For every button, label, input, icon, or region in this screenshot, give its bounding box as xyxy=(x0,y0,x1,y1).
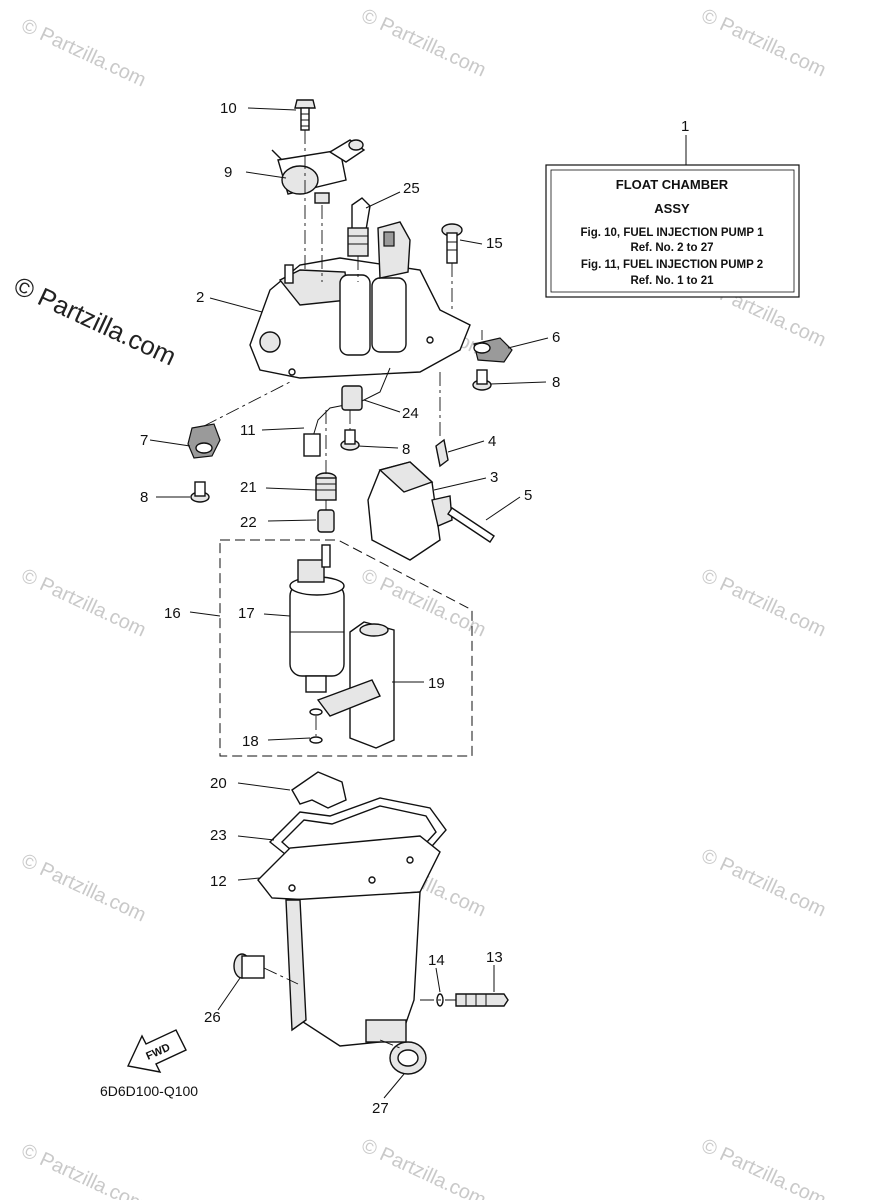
callout-11: 11 xyxy=(240,422,256,439)
part-clip-6 xyxy=(473,337,513,363)
box-title-line1: FLOAT CHAMBER xyxy=(616,177,729,192)
callouts: 10 9 25 15 2 6 8 24 7 11 8 4 3 21 5 8 22… xyxy=(140,100,560,1117)
watermark-large: © Partzilla.com xyxy=(9,270,180,371)
part-pin-5 xyxy=(447,507,495,543)
callout-17: 17 xyxy=(238,605,255,622)
part-screw-15 xyxy=(441,223,463,264)
box-line4: Ref. No. 2 to 27 xyxy=(630,242,713,254)
watermark: © Partzilla.com xyxy=(698,1135,829,1200)
assembly-lines xyxy=(203,130,483,1049)
callout-8-left: 8 xyxy=(140,489,148,506)
fwd-arrow-icon: FWD xyxy=(126,1029,187,1073)
callout-2: 2 xyxy=(196,289,204,306)
part-housing-2 xyxy=(249,221,471,379)
callout-21: 21 xyxy=(240,479,257,496)
part-ring-18 xyxy=(309,708,323,744)
part-valve-9 xyxy=(271,139,366,204)
part-sensor-25 xyxy=(347,197,371,257)
part-float-chamber-12 xyxy=(257,835,441,1047)
callout-23: 23 xyxy=(210,827,227,844)
callout-3: 3 xyxy=(490,469,498,486)
box-title-line2: ASSY xyxy=(654,201,690,216)
part-bolt-8b xyxy=(340,429,360,451)
part-bolt-8a xyxy=(472,369,492,391)
box-line5: Fig. 11, FUEL INJECTION PUMP 2 xyxy=(581,259,763,271)
callout-15: 15 xyxy=(486,235,503,252)
callout-20: 20 xyxy=(210,775,227,792)
box-line3: Fig. 10, FUEL INJECTION PUMP 1 xyxy=(581,227,765,239)
part-collar-22 xyxy=(317,509,335,533)
part-harness-24 xyxy=(303,367,391,457)
part-float-3 xyxy=(367,461,453,561)
callout-19: 19 xyxy=(428,675,445,692)
part-plug-26 xyxy=(233,953,265,979)
callout-10: 10 xyxy=(220,100,237,117)
callout-25: 25 xyxy=(403,180,420,197)
callout-9: 9 xyxy=(224,164,232,181)
callout-8-top: 8 xyxy=(552,374,560,391)
part-clip-7 xyxy=(187,423,221,459)
callout-5: 5 xyxy=(524,487,532,504)
callout-6: 6 xyxy=(552,329,560,346)
box-line6: Ref. No. 1 to 21 xyxy=(630,275,714,287)
watermark: © Partzilla.com xyxy=(18,1140,149,1200)
callout-14: 14 xyxy=(428,952,445,969)
watermark: © Partzilla.com xyxy=(358,1135,489,1200)
part-bolt-10 xyxy=(294,99,316,131)
watermark: © Partzilla.com xyxy=(18,850,149,927)
callout-16: 16 xyxy=(164,605,181,622)
part-screw-13 xyxy=(455,993,509,1007)
leader-lines xyxy=(149,107,549,1099)
part-filter-21 xyxy=(315,472,337,501)
part-fuel-pump-17 xyxy=(289,544,345,693)
callout-27: 27 xyxy=(372,1100,389,1117)
callout-7: 7 xyxy=(140,432,148,449)
callout-26: 26 xyxy=(204,1009,221,1026)
callout-22: 22 xyxy=(240,514,257,531)
part-filter-19 xyxy=(316,621,395,749)
watermark: © Partzilla.com xyxy=(18,565,149,642)
part-bolt-8c xyxy=(190,481,210,503)
callout-12: 12 xyxy=(210,873,227,890)
watermark: © Partzilla.com xyxy=(698,565,829,642)
diagram-code: 6D6D100-Q100 xyxy=(100,1083,198,1099)
callout-18: 18 xyxy=(242,733,259,750)
info-box: 1 FLOAT CHAMBER ASSY Fig. 10, FUEL INJEC… xyxy=(545,118,800,298)
watermark: © Partzilla.com xyxy=(18,15,149,92)
group-outline-16 xyxy=(219,539,473,757)
callout-24: 24 xyxy=(402,405,419,422)
part-cap-27 xyxy=(389,1041,427,1075)
callout-13: 13 xyxy=(486,949,503,966)
part-needle-4 xyxy=(435,438,449,468)
watermark: © Partzilla.com xyxy=(698,845,829,922)
watermark: © Partzilla.com xyxy=(698,5,829,82)
part-clip-20 xyxy=(291,771,347,809)
callout-4: 4 xyxy=(488,433,496,450)
callout-8-mid: 8 xyxy=(402,441,410,458)
callout-label: 1 xyxy=(681,118,689,135)
watermark: © Partzilla.com xyxy=(358,5,489,82)
